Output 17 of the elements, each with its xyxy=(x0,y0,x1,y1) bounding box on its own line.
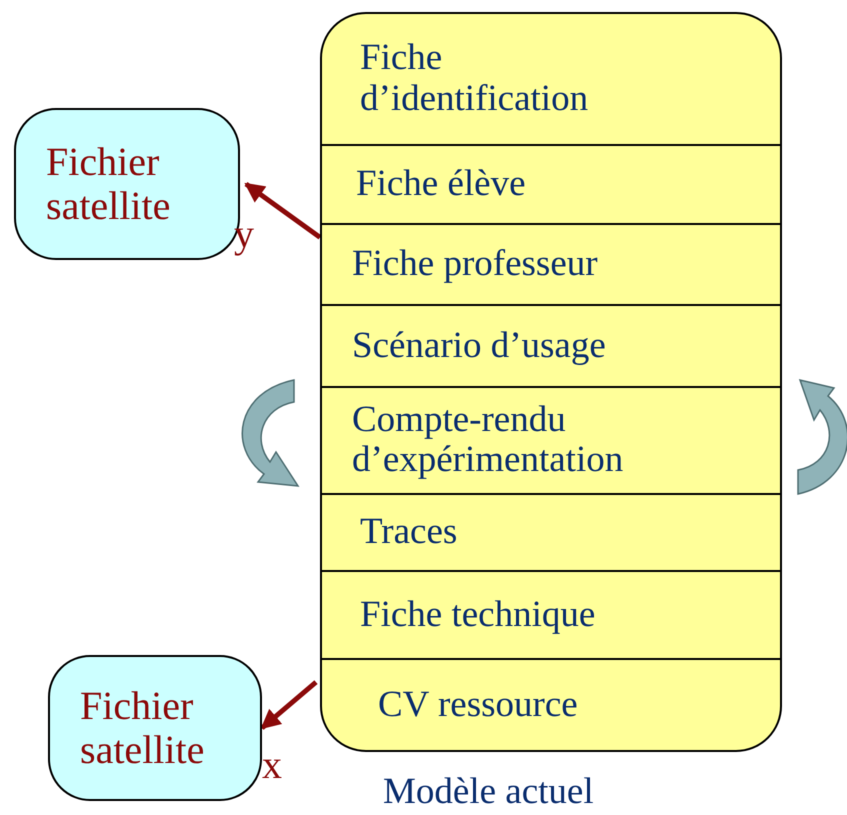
variable-label: x xyxy=(262,745,282,785)
section-label: Fiche élève xyxy=(356,164,526,205)
section-label: Fiche d’identification xyxy=(360,38,590,120)
section-label: Fiche technique xyxy=(360,595,596,636)
satellite-label: Fichier satellite xyxy=(80,684,206,772)
satellite-label: Fichier satellite xyxy=(46,140,172,228)
section-label: Traces xyxy=(360,512,458,553)
arrow xyxy=(244,182,322,240)
section-label: Compte-rendu d’expérimentation xyxy=(352,400,624,482)
record-panel xyxy=(320,12,782,752)
section-label: Scénario d’usage xyxy=(352,326,606,366)
variable-label: y xyxy=(234,214,254,254)
diagram-caption: Modèle actuel xyxy=(383,773,594,810)
satellite-box xyxy=(48,655,262,801)
arrow xyxy=(260,680,318,730)
section-label: CV ressource xyxy=(378,684,578,726)
section-label: Fiche professeur xyxy=(352,244,598,286)
